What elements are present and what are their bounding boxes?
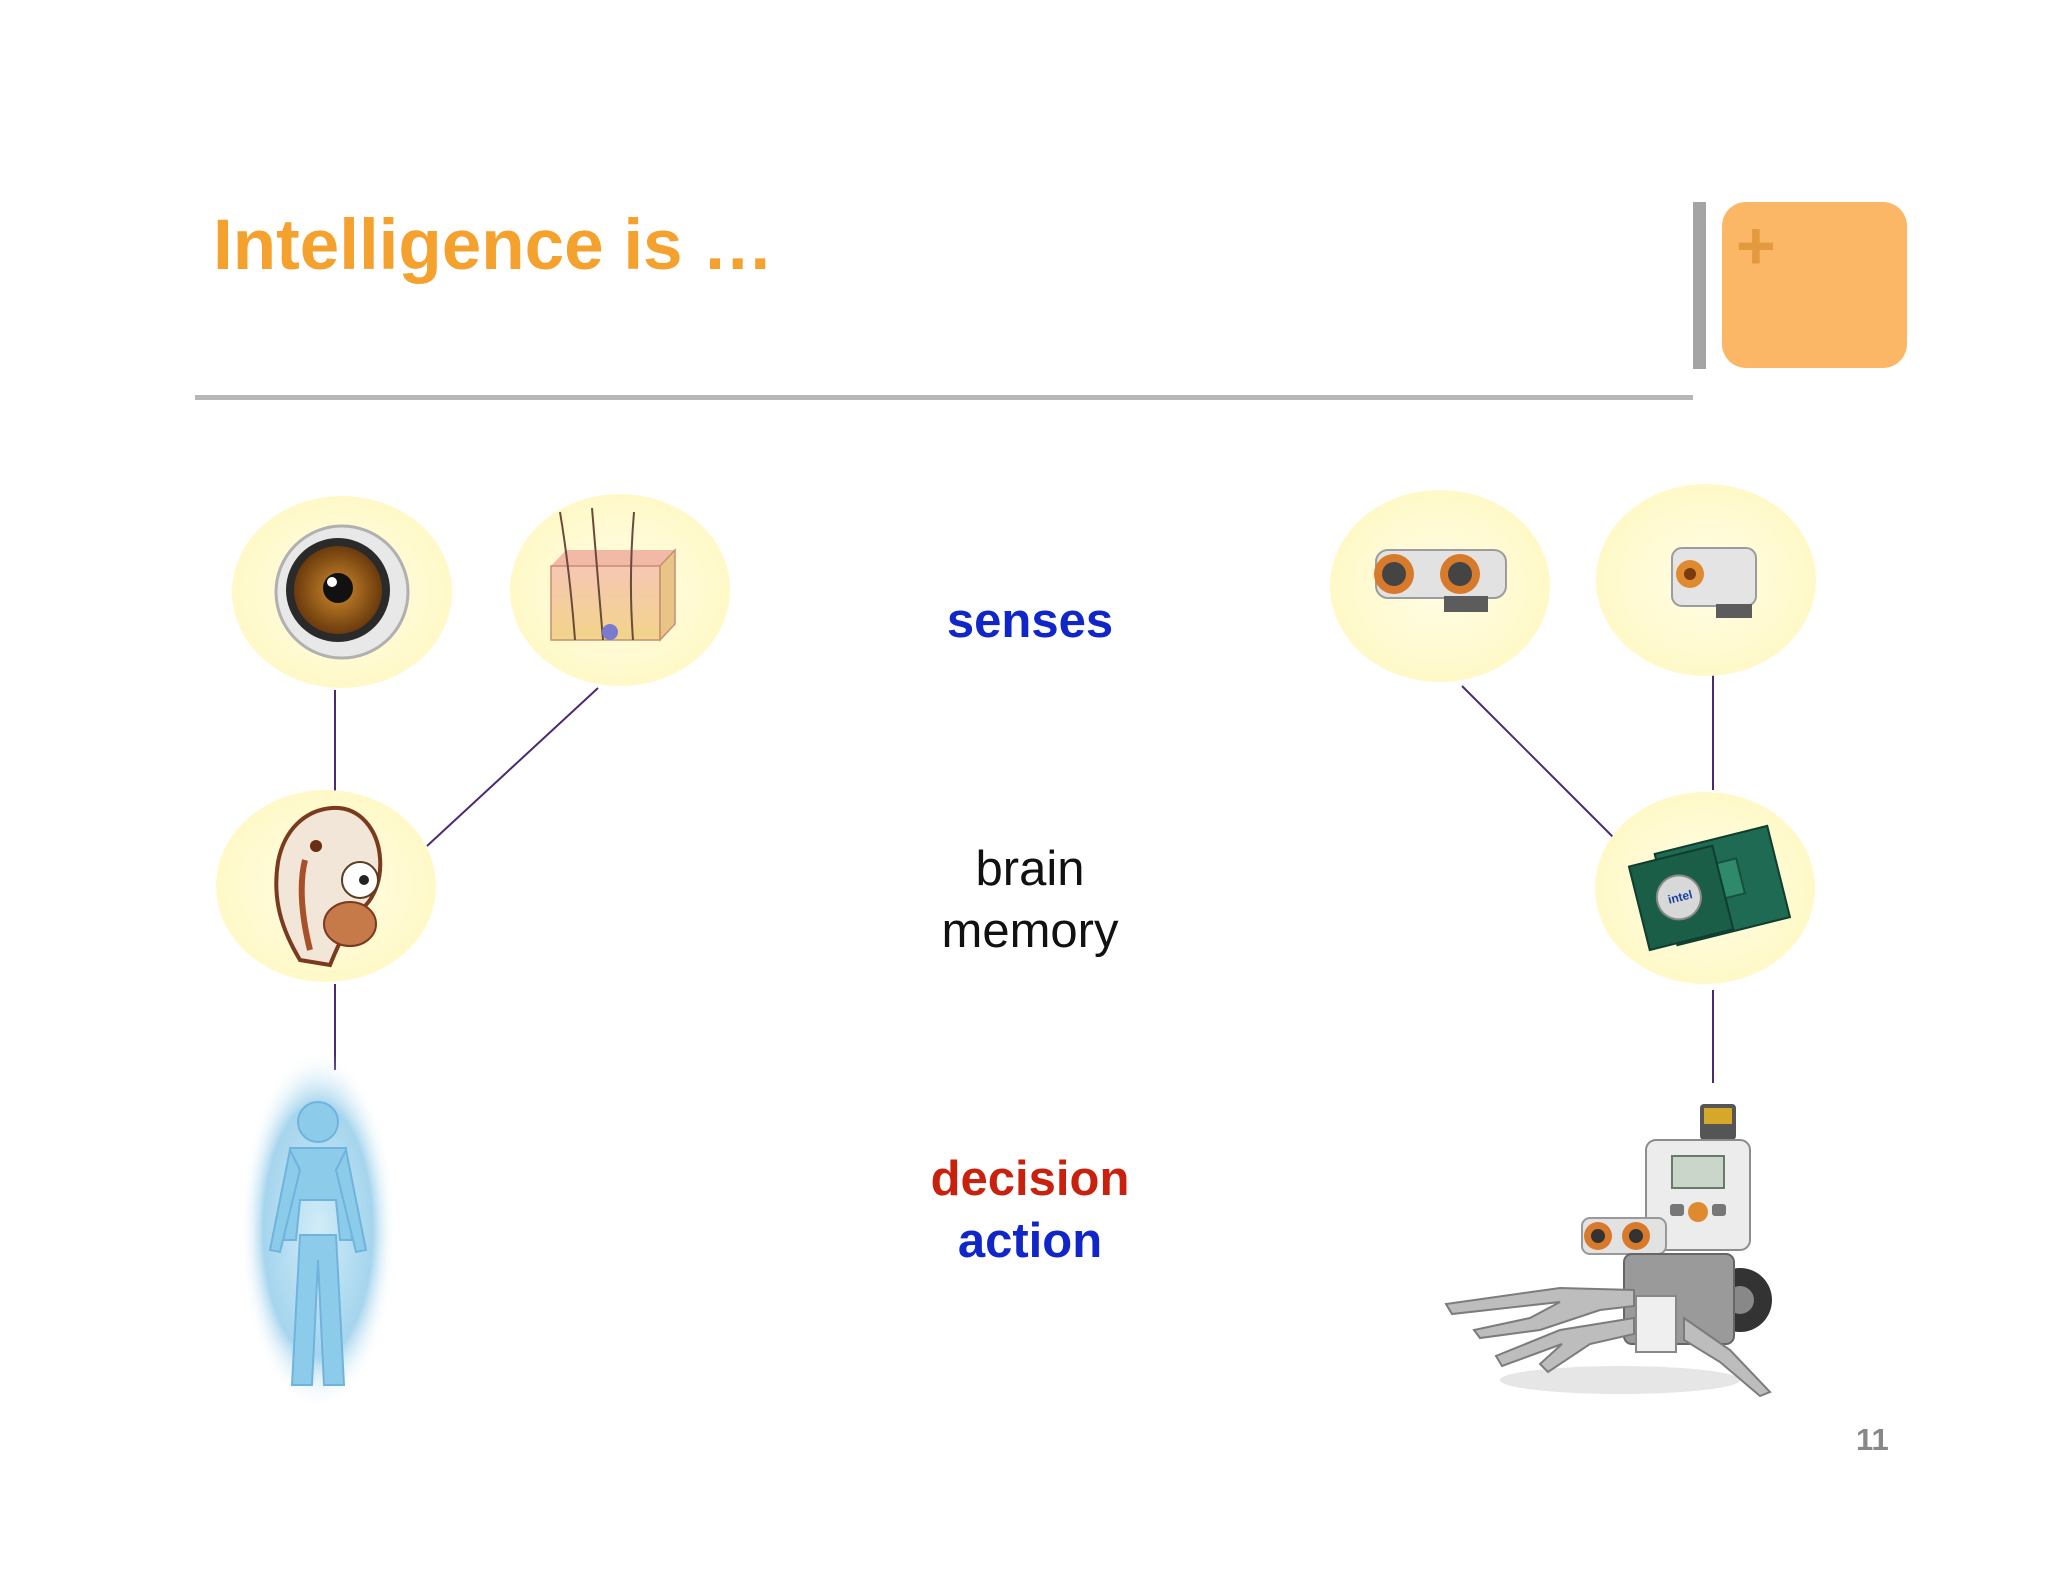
connector-sonar-cpu (1461, 685, 1614, 838)
brain-text: brain (975, 842, 1085, 896)
cpu-chip-icon: intel (1595, 792, 1815, 984)
slide-title: Intelligence is … (213, 206, 774, 285)
plus-icon: + (1736, 208, 1776, 284)
svg-text:intel: intel (1667, 887, 1694, 907)
plus-box: + (1722, 202, 1907, 368)
eye-icon (232, 496, 452, 688)
memory-text: memory (941, 904, 1119, 958)
light-sensor-icon (1596, 484, 1816, 676)
skin-icon (510, 494, 730, 686)
accent-bar (1693, 202, 1706, 369)
decision-text: decision (930, 1152, 1130, 1206)
page-number: 11 (1856, 1422, 1889, 1457)
title-divider (195, 395, 1693, 400)
ultrasonic-sensor-icon (1330, 490, 1550, 682)
human-body-icon (240, 1050, 396, 1410)
senses-text: senses (946, 594, 1114, 648)
label-brain-memory: brain memory (780, 838, 1280, 962)
label-senses: senses (780, 590, 1280, 652)
connector-skin-brain (426, 687, 599, 847)
head-brain-icon (216, 790, 436, 982)
label-decision-action: decision action (780, 1148, 1280, 1272)
action-text: action (957, 1214, 1103, 1268)
robot-icon (1444, 1104, 1772, 1398)
